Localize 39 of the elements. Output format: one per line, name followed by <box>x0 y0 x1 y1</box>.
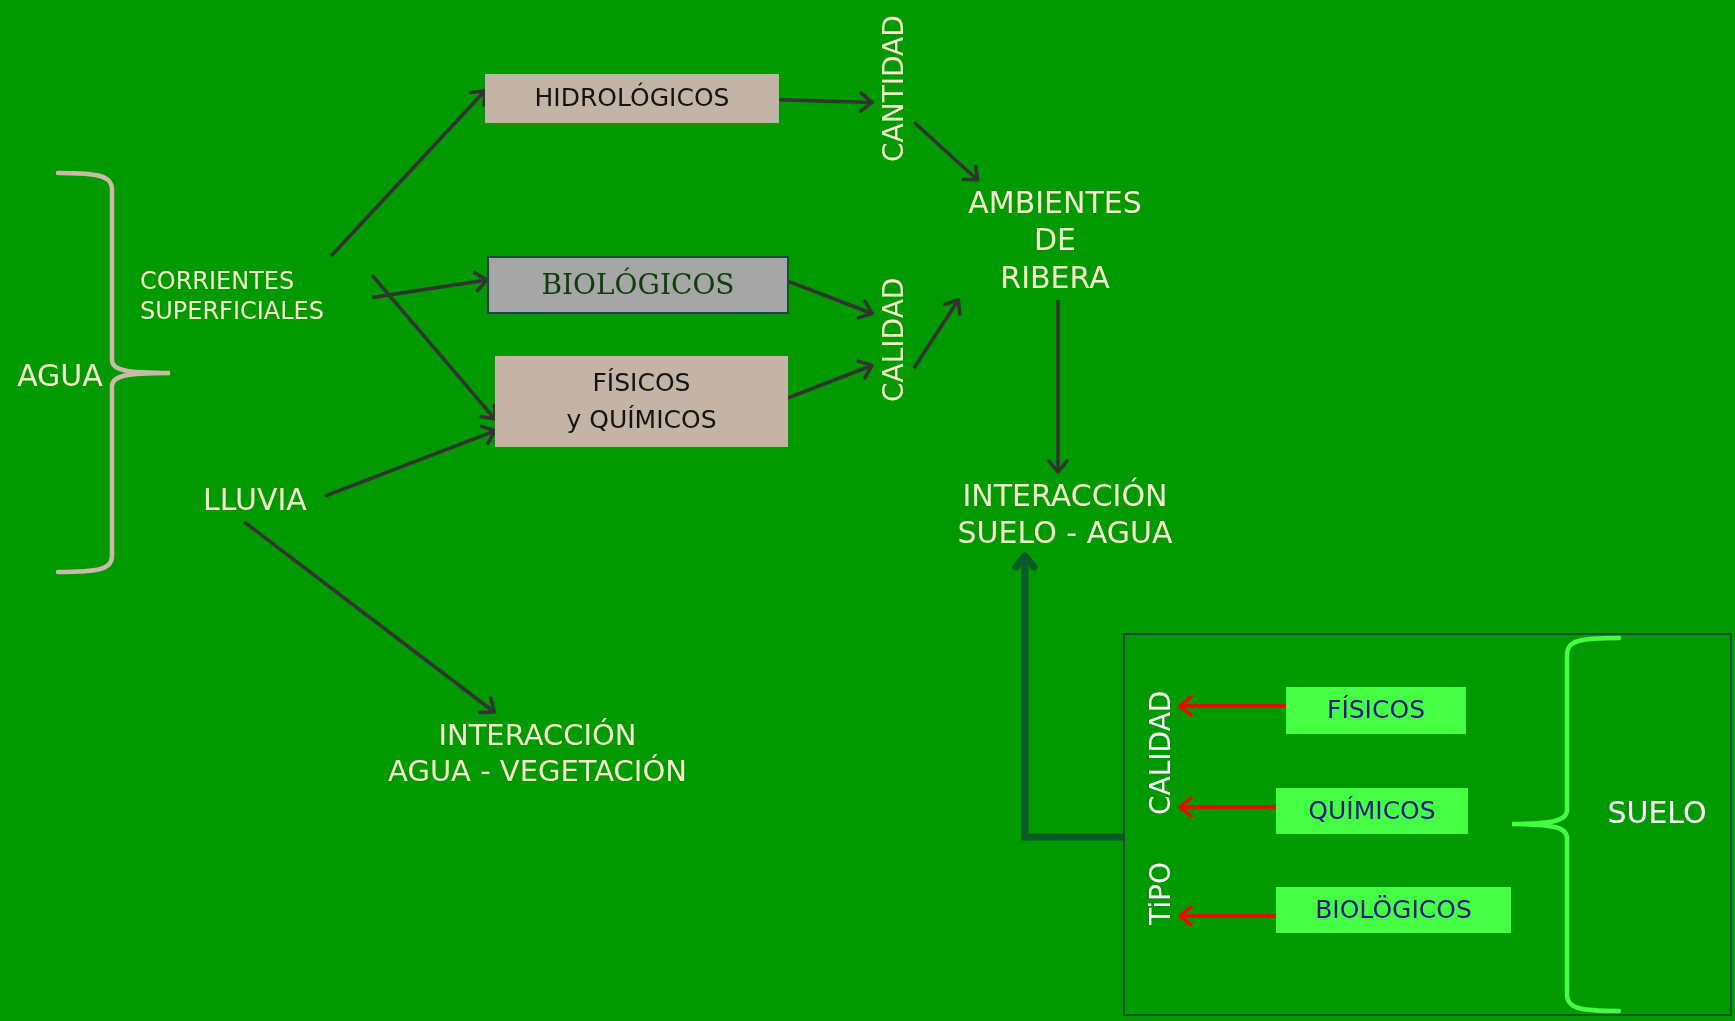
text-label: CALIDAD <box>872 271 914 409</box>
text-label: CANTIDAD <box>872 6 914 172</box>
process-box <box>495 356 788 447</box>
arrow <box>1178 905 1276 927</box>
category-box <box>1276 887 1511 933</box>
text-label: LLUVIA <box>185 478 325 522</box>
box-label: QUÍMICOS <box>1308 794 1436 827</box>
box-label: FÍSICOS y QUÍMICOS <box>566 367 717 436</box>
text-label: SUELO <box>1598 790 1716 836</box>
text-label: INTERACCIÓN AGUA - VEGETACIÓN <box>350 712 725 794</box>
text-label: TiPO <box>1140 858 1180 930</box>
arrow <box>243 520 496 715</box>
arrow <box>1178 796 1276 818</box>
category-box <box>1286 687 1466 734</box>
box-label: FÍSICOS <box>1327 694 1425 727</box>
arrow <box>778 91 874 113</box>
text-label: CALIDAD <box>1140 686 1180 820</box>
text-label: AMBIENTES DE RIBERA <box>940 180 1170 300</box>
arrow <box>912 298 962 370</box>
box-label: BIOLÖGICOS <box>1315 893 1472 926</box>
arrow <box>371 270 489 300</box>
arrow <box>1047 300 1069 474</box>
box-label: BIOLÓGICOS <box>541 266 735 303</box>
arrow <box>1012 552 1123 841</box>
text-label: AGUA <box>10 355 110 397</box>
arrow <box>788 279 874 320</box>
arrow <box>370 273 497 421</box>
arrow <box>1178 695 1286 717</box>
box-label: HIDROLÓGICOS <box>534 81 730 115</box>
arrow <box>324 424 497 498</box>
arrow <box>912 120 980 182</box>
process-box <box>485 74 779 123</box>
arrow <box>787 359 874 400</box>
process-box <box>487 256 789 314</box>
category-box <box>1276 788 1468 834</box>
panel-frame <box>1123 633 1732 1016</box>
text-label: CORRIENTES SUPERFICIALES <box>140 256 372 336</box>
text-label: INTERACCIÓN SUELO - AGUA <box>930 472 1200 556</box>
arrow <box>329 88 487 258</box>
